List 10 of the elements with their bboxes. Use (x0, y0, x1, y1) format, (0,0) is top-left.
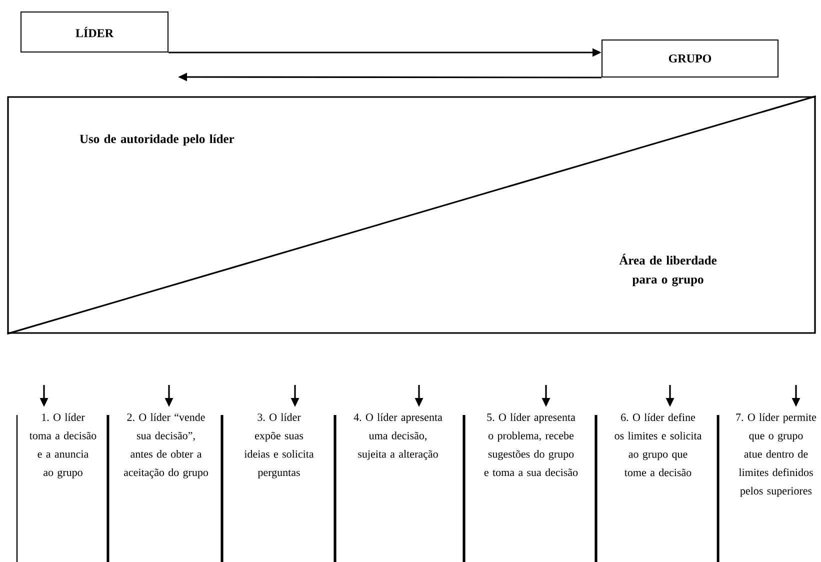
step-text: 7. O líder permite que o grupo atue dentro de limites definidos pelos superiores (736, 413, 816, 497)
actor-box: LÍDER (20, 12, 168, 52)
step-text: 3. O líder expõe suas ideias e solicita perguntas (244, 413, 314, 478)
step-text: 1. O líder toma a decisão e a anuncia ao grupo (30, 413, 96, 478)
step-text: 5. O líder apresenta o problema, recebe sugestões do grupo e toma a sua decisão (484, 413, 578, 476)
actor-box: GRUPO (602, 40, 778, 78)
step-text: 2. O líder “vende sua decisão”, antes de obter a aceitação do grupo (124, 413, 208, 478)
diagonal-split-box: Uso de autoridade pelo líder Área de liberdade para o grupo (6, 95, 816, 335)
step-text: 4. O líder apresenta uma decisão, sujeita a alteração (354, 413, 442, 460)
step-text: 6. O líder define os limites e solicita ao grupo que tome a decisão (614, 413, 702, 476)
